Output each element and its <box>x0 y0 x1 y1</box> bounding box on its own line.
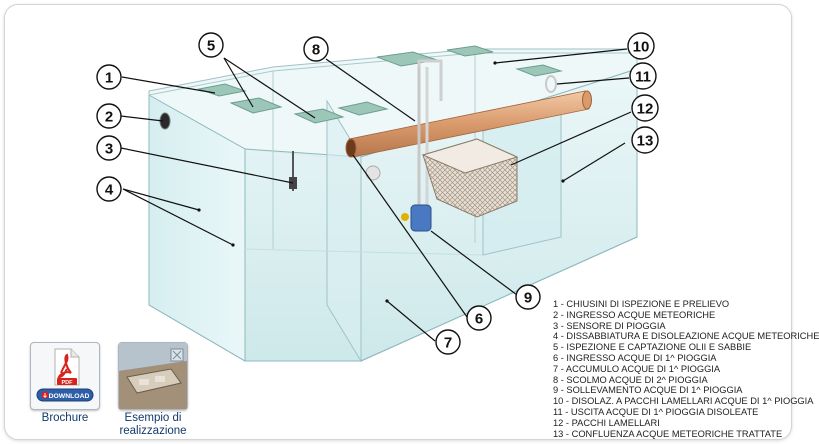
tank-diagram: 1 2 3 4 5 6 7 8 9 10 11 12 13 <box>96 32 659 363</box>
leader-lines <box>120 48 632 342</box>
legend-item: 13 - CONFLUENZA ACQUE METEORICHE TRATTAT… <box>553 428 783 439</box>
inspection-cover-6 <box>446 45 494 57</box>
tank-floor-line <box>148 236 638 362</box>
legend-item: 9 - SOLLEVAMENTO ACQUE DI 1^ PIOGGIA <box>553 385 743 396</box>
example-label-line2: realizzazione <box>119 425 187 437</box>
callout-number-8: 8 <box>312 42 320 59</box>
download-button-text: DOWNLOAD <box>49 393 90 400</box>
floor-inner <box>244 248 484 256</box>
callout-circle-2 <box>96 103 122 129</box>
callout-circle-6 <box>466 305 492 331</box>
callout-circle-13 <box>631 126 659 154</box>
callout-circle-8 <box>303 36 329 62</box>
callout-circle-10 <box>627 32 655 60</box>
installation-photo <box>119 343 187 409</box>
legend-item: 10 - DISOLAZ. A PACCHI LAMELLARI ACQUE D… <box>553 396 814 407</box>
callout-number-12: 12 <box>637 101 654 118</box>
legend-item: 12 - PACCHI LAMELLARI <box>553 417 660 428</box>
callout-circle-12 <box>631 94 659 122</box>
callout-circle-11 <box>629 62 657 90</box>
brochure-card[interactable]: PDF DOWNLOAD Brochure <box>30 342 100 425</box>
brochure-label: Brochure <box>41 412 89 424</box>
callout-number-5: 5 <box>207 38 215 55</box>
legend-item: 2 - INGRESSO ACQUE METEORICHE <box>553 309 716 320</box>
callout-circle-9 <box>515 284 541 310</box>
legend-item: 11 - USCITA ACQUE DI 1^ PIOGGIA DISOLEAT… <box>553 406 759 417</box>
legend-item: 6 - INGRESSO ACQUE DI 1^ PIOGGIA <box>553 352 717 363</box>
callout-circles <box>96 32 659 355</box>
inspection-cover-2 <box>229 97 283 114</box>
lift-pump <box>410 204 432 232</box>
tank-back-edge <box>148 52 637 96</box>
callout-numbers: 1 2 3 4 5 6 7 8 9 10 11 12 13 <box>105 38 654 352</box>
inspection-cover-4 <box>337 101 389 116</box>
callout-circle-5 <box>198 32 224 58</box>
callout-circle-7 <box>435 329 461 355</box>
leader-dots <box>197 61 565 303</box>
callout-number-2: 2 <box>105 109 113 126</box>
legend-item: 1 - CHIUSINI DI ISPEZIONE E PRELIEVO <box>553 299 730 309</box>
callout-number-9: 9 <box>524 290 532 307</box>
diagram-frame: 1 2 3 4 5 6 7 8 9 10 11 12 13 1 - CHIUSI… <box>4 4 819 440</box>
callout-number-3: 3 <box>105 141 113 158</box>
callout-number-4: 4 <box>105 182 114 199</box>
brochure-thumbnail[interactable]: PDF DOWNLOAD <box>30 342 100 410</box>
legend-item: 7 - ACCUMULO ACQUE DI 1^ PIOGGIA <box>553 363 721 374</box>
lamellar-pack-top <box>421 138 519 174</box>
callout-number-11: 11 <box>635 69 651 86</box>
legend-item: 8 - SCOLMO ACQUE DI 2^ PIOGGIA <box>553 374 708 385</box>
pdf-icon: PDF DOWNLOAD <box>36 348 94 402</box>
legend: 1 - CHIUSINI DI ISPEZIONE E PRELIEVO 2 -… <box>553 299 819 439</box>
callout-circle-4 <box>96 176 122 202</box>
pdf-badge-text: PDF <box>62 380 74 386</box>
callout-number-13: 13 <box>637 133 654 150</box>
legend-item: 5 - ISPEZIONE E CAPTAZIONE OLII E SABBIE <box>553 342 752 353</box>
example-card[interactable]: Esempio di realizzazione <box>118 342 188 438</box>
pump-float <box>401 213 409 221</box>
callout-number-1: 1 <box>105 70 113 87</box>
callout-number-10: 10 <box>633 39 650 56</box>
legend-item: 3 - SENSORE DI PIOGGIA <box>553 320 666 331</box>
float-ball <box>365 165 381 181</box>
callout-number-7: 7 <box>444 335 452 352</box>
treated-outlet <box>545 75 557 93</box>
overflow-pipe <box>345 90 592 158</box>
inspection-cover-1 <box>197 83 247 97</box>
legend-item: 4 - DISSABBIATURA E DISOLEAZIONE ACQUE M… <box>553 331 819 342</box>
example-thumbnail[interactable] <box>118 342 188 410</box>
riser-elbow <box>417 59 443 101</box>
callout-circle-3 <box>96 135 122 161</box>
example-label-line1: Esempio di <box>124 412 182 424</box>
callout-circle-1 <box>96 64 122 90</box>
callout-number-6: 6 <box>475 311 483 328</box>
inspection-cover-7 <box>515 64 563 77</box>
